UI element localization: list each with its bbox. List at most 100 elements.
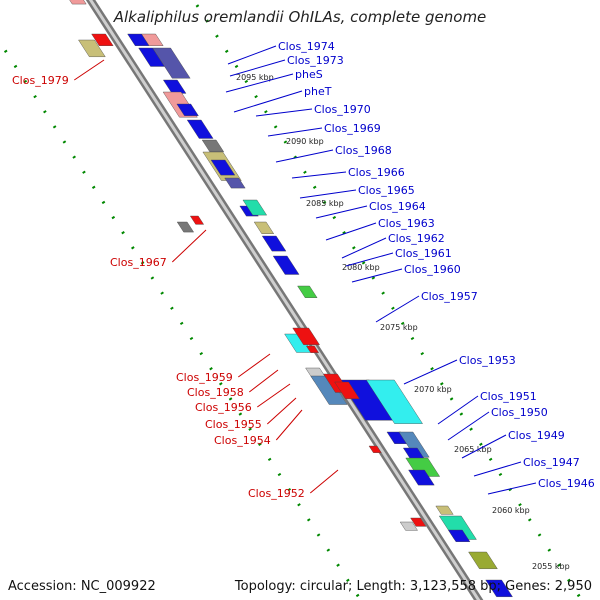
reverse-gene-4 — [189, 215, 205, 225]
forward-label-callout — [291, 171, 347, 179]
forward-gene-label: Clos_1970 — [314, 103, 371, 116]
forward-gene-10 — [210, 159, 236, 176]
forward-gene-24 — [408, 469, 435, 486]
forward-gene-label: Clos_1947 — [523, 456, 580, 469]
reverse-label-callout — [238, 353, 271, 378]
forward-label-callout — [267, 127, 323, 137]
kbp-tick-label: 2075 kbp — [380, 323, 418, 332]
forward-gene-label: Clos_1957 — [421, 290, 478, 303]
forward-label-callout — [275, 149, 334, 163]
reverse-label-callout — [171, 229, 207, 263]
forward-gene-label: Clos_1974 — [278, 40, 335, 53]
forward-label-callout — [437, 395, 479, 425]
forward-gene-4 — [162, 79, 187, 94]
forward-gene-label: Clos_1968 — [335, 144, 392, 157]
forward-gene-13 — [242, 199, 268, 216]
forward-label-callout — [229, 59, 286, 77]
forward-gene-label: Clos_1946 — [538, 477, 595, 490]
forward-gene-25 — [435, 505, 454, 515]
reverse-label-callout — [74, 59, 105, 81]
reverse-label-callout — [248, 369, 279, 393]
reverse-gene-label: Clos_1952 — [248, 487, 305, 500]
forward-label-callout — [255, 108, 313, 117]
kbp-tick-label: 2095 kbp — [236, 73, 274, 82]
forward-gene-8 — [201, 139, 225, 152]
forward-label-callout — [315, 205, 368, 219]
forward-gene-17 — [297, 285, 318, 298]
kbp-tick-label: 2065 kbp — [454, 445, 492, 454]
reverse-gene-9 — [310, 375, 348, 405]
forward-gene-11 — [224, 177, 246, 189]
reverse-label-callout — [266, 397, 297, 425]
reverse-gene-3 — [176, 221, 195, 233]
forward-label-callout — [351, 268, 403, 283]
forward-gene-19 — [365, 379, 423, 424]
forward-gene-3 — [152, 47, 191, 79]
reverse-gene-1 — [91, 33, 114, 46]
reverse-gene-label: Clos_1958 — [187, 386, 244, 399]
forward-gene-label: Clos_1966 — [348, 166, 405, 179]
forward-gene-15 — [261, 235, 287, 252]
reverse-label-callout — [309, 469, 339, 494]
forward-gene-7 — [186, 119, 214, 139]
forward-gene-label: Clos_1951 — [480, 390, 537, 403]
forward-gene-16 — [272, 255, 300, 275]
forward-label-callout — [299, 189, 357, 199]
forward-label-callout — [447, 411, 490, 441]
genome-backbone-core — [88, 0, 481, 600]
reverse-gene-label: Clos_1955 — [205, 418, 262, 431]
reverse-gene-label: Clos_1956 — [195, 401, 252, 414]
forward-label-callout — [461, 434, 507, 459]
reverse-gene-12 — [368, 445, 382, 453]
reverse-gene-2 — [69, 0, 87, 5]
forward-gene-14 — [253, 221, 275, 234]
forward-label-callout — [227, 45, 277, 65]
reverse-gene-label: Clos_1959 — [176, 371, 233, 384]
forward-gene-29 — [485, 579, 513, 597]
forward-gene-label: Clos_1969 — [324, 122, 381, 135]
forward-gene-28 — [468, 551, 498, 569]
forward-gene-label: Clos_1964 — [369, 200, 426, 213]
forward-gene-label: Clos_1962 — [388, 232, 445, 245]
forward-gene-label: Clos_1973 — [287, 54, 344, 67]
reverse-gene-7 — [305, 345, 320, 353]
forward-label-callout — [403, 359, 458, 385]
kbp-tick-label: 2090 kbp — [286, 137, 324, 146]
forward-label-callout — [375, 295, 420, 323]
kbp-tick-label: 2060 kbp — [492, 506, 530, 515]
reverse-gene-label: Clos_1967 — [110, 256, 167, 269]
forward-label-callout — [487, 482, 537, 495]
reverse-gene-13 — [399, 521, 418, 531]
forward-label-callout — [345, 252, 394, 267]
forward-label-callout — [225, 73, 294, 93]
reverse-gene-11 — [334, 381, 360, 399]
reverse-gene-label: Clos_1954 — [214, 434, 271, 447]
genome-title: Alkaliphilus oremlandii OhILAs, complete… — [113, 8, 487, 26]
kbp-tick-label: 2085 kbp — [306, 199, 344, 208]
forward-gene-27 — [447, 529, 471, 542]
forward-gene-label: Clos_1953 — [459, 354, 516, 367]
forward-gene-label: Clos_1965 — [358, 184, 415, 197]
reverse-gene-0 — [78, 39, 106, 57]
forward-gene-label: pheT — [304, 85, 332, 98]
forward-gene-label: Clos_1949 — [508, 429, 565, 442]
reverse-gene-6 — [292, 327, 320, 345]
accession-text: Accession: NC_009922 — [8, 579, 156, 594]
forward-gene-label: Clos_1960 — [404, 263, 461, 276]
forward-label-callout — [341, 237, 387, 259]
forward-label-callout — [325, 222, 377, 241]
kbp-tick-label: 2080 kbp — [342, 263, 380, 272]
forward-gene-label: pheS — [295, 68, 323, 81]
reverse-gene-label: Clos_1979 — [12, 74, 69, 87]
kbp-tick-label: 2055 kbp — [532, 562, 570, 571]
forward-gene-label: Clos_1950 — [491, 406, 548, 419]
forward-gene-6 — [176, 103, 199, 116]
forward-label-callout — [473, 461, 522, 477]
topology-text: Topology: circular; Length: 3,123,558 bp… — [234, 579, 592, 594]
reverse-gene-14 — [410, 517, 427, 527]
forward-gene-label: Clos_1963 — [378, 217, 435, 230]
reverse-label-callout — [275, 409, 303, 441]
forward-label-callout — [233, 90, 303, 113]
